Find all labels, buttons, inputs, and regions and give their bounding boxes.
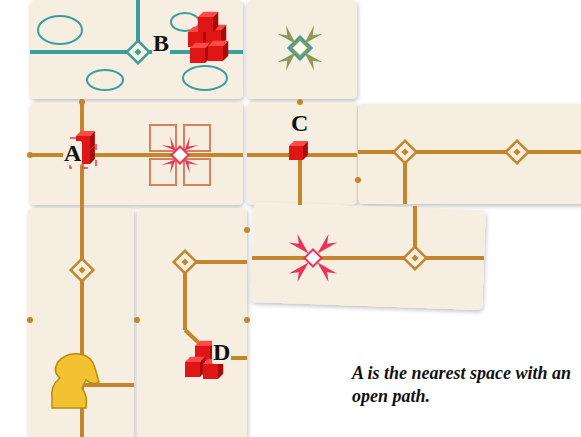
red-cube <box>198 12 218 32</box>
tile-path <box>298 155 302 205</box>
terrain-pattern <box>183 66 227 90</box>
edge-dot <box>134 317 140 323</box>
terrain-pattern <box>87 70 123 90</box>
terrain-pattern <box>38 16 82 44</box>
space-letter: B <box>152 31 170 55</box>
edge-dot <box>355 177 361 183</box>
space-diamond <box>506 141 529 164</box>
knight-piece <box>52 354 99 408</box>
map-tile <box>358 104 581 204</box>
map-tile <box>30 102 243 205</box>
tile-path <box>252 256 484 260</box>
space-diamond <box>127 41 150 64</box>
tile-path <box>358 150 581 154</box>
caption: A is the nearest space with an open path… <box>352 362 574 407</box>
map-tile <box>247 0 357 99</box>
edge-dot <box>27 317 33 323</box>
emblem <box>277 25 322 70</box>
edge-dot <box>297 99 303 105</box>
space-letter: C <box>290 111 309 135</box>
red-cube <box>289 141 308 160</box>
map-tile <box>30 0 243 99</box>
emblem <box>289 234 337 282</box>
space-letter: D <box>212 340 231 364</box>
edge-dot <box>79 99 85 105</box>
red-cube <box>190 43 210 63</box>
space-diamond <box>404 247 427 270</box>
space-diamond <box>174 251 197 274</box>
space-diamond <box>394 141 417 164</box>
red-cube <box>185 357 205 377</box>
tile-path <box>30 153 243 157</box>
edge-dot <box>27 152 33 158</box>
space-diamond <box>71 259 94 282</box>
tile-path <box>82 383 134 387</box>
space-letter: A <box>63 141 82 165</box>
edge-dot <box>244 317 250 323</box>
map-tile <box>137 208 247 437</box>
edge-dot <box>244 227 250 233</box>
map-tile <box>250 202 485 310</box>
red-cube <box>208 41 228 61</box>
map-tile <box>247 102 357 205</box>
emblem <box>162 137 199 174</box>
